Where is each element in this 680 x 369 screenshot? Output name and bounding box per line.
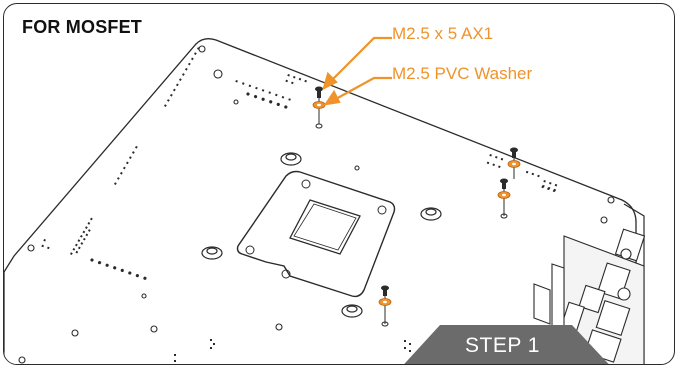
io-ports	[533, 228, 646, 364]
diagram-title: FOR MOSFET	[22, 17, 142, 37]
standoffs	[201, 152, 442, 318]
diagram-frame	[3, 3, 675, 365]
screw-assembly-4	[378, 285, 392, 327]
callout-leaders	[322, 36, 392, 106]
cpu-socket-plate	[236, 170, 396, 298]
mounting-holes	[18, 45, 615, 364]
screw-assembly-2	[507, 147, 521, 179]
step-label: STEP 1	[465, 334, 540, 357]
motherboard-diagram	[4, 36, 646, 364]
washer-callout-label: M2.5 PVC Washer	[392, 64, 533, 83]
step-banner-shape	[404, 325, 609, 364]
screw-callout-label: M2.5 x 5 AX1	[392, 24, 494, 43]
screw-assembly-3	[497, 178, 511, 219]
component-dots	[41, 47, 558, 362]
